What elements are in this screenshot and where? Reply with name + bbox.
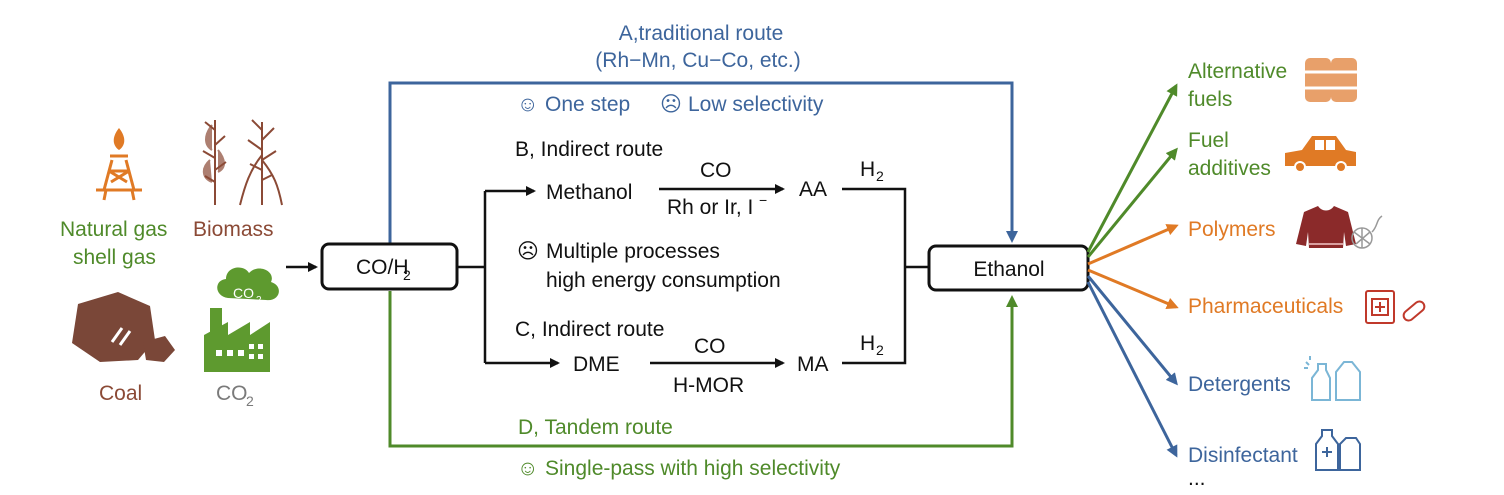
ma-node: MA bbox=[797, 353, 829, 376]
route-c-reagent: CO bbox=[694, 335, 726, 358]
product-pharma: Pharmaceuticals bbox=[1188, 295, 1343, 318]
route-d-line bbox=[388, 291, 1018, 448]
medicine-box-icon bbox=[1365, 290, 1395, 324]
route-b-h2-sub: 2 bbox=[876, 168, 884, 184]
pill-icon bbox=[1402, 300, 1426, 322]
product-polymers: Polymers bbox=[1188, 218, 1276, 241]
natural-gas-label-2: shell gas bbox=[73, 246, 156, 269]
ethanol-label: Ethanol bbox=[973, 258, 1044, 281]
aa-node: AA bbox=[799, 178, 827, 201]
sweater-icon bbox=[1296, 206, 1356, 248]
route-c-title: C, Indirect route bbox=[515, 318, 664, 341]
product-more: ... bbox=[1188, 467, 1206, 490]
product-arrows bbox=[1086, 83, 1179, 458]
product-disinfectant: Disinfectant bbox=[1188, 444, 1298, 467]
co2-label: CO bbox=[216, 382, 248, 405]
smile-icon: ☺ bbox=[517, 93, 538, 116]
natural-gas-label-1: Natural gas bbox=[60, 218, 167, 241]
gas-well-icon bbox=[96, 128, 142, 201]
route-c-h2-sub: 2 bbox=[876, 342, 884, 358]
indirect-note-2: high energy consumption bbox=[546, 269, 781, 292]
car-icon bbox=[1285, 136, 1356, 173]
route-b-reagent: CO bbox=[700, 159, 732, 182]
route-b-catalyst: Rh or Ir, I bbox=[667, 196, 753, 219]
smile-icon-d: ☺ bbox=[517, 457, 538, 480]
methanol-node: Methanol bbox=[546, 181, 632, 204]
oil-barrels-icon bbox=[1305, 58, 1357, 102]
route-a-title: A,traditional route bbox=[619, 22, 784, 45]
product-alt-fuels-2: fuels bbox=[1188, 88, 1232, 111]
route-c-catalyst: H-MOR bbox=[673, 374, 744, 397]
biomass-plant-icon bbox=[202, 119, 283, 206]
syngas-sub: 2 bbox=[403, 267, 411, 283]
route-a-pro: One step bbox=[545, 93, 630, 116]
route-a-catalysts: (Rh−Mn, Cu−Co, etc.) bbox=[595, 49, 800, 72]
product-fuel-add-2: additives bbox=[1188, 157, 1271, 180]
route-b-h2: H bbox=[860, 158, 875, 181]
route-a-line bbox=[388, 81, 1018, 244]
detergent-bottles-icon bbox=[1304, 356, 1361, 401]
product-alt-fuels-1: Alternative bbox=[1188, 60, 1287, 83]
indirect-routes-lines bbox=[457, 184, 929, 368]
route-c-h2: H bbox=[860, 332, 875, 355]
sad-icon: ☹ bbox=[517, 240, 539, 263]
dme-node: DME bbox=[573, 353, 620, 376]
route-d-pro: Single-pass with high selectivity bbox=[545, 457, 841, 480]
route-b-catalyst-sup: − bbox=[759, 192, 767, 208]
cloud-co2-sub: 2 bbox=[256, 295, 262, 306]
indirect-note-1: Multiple processes bbox=[546, 240, 720, 263]
syngas-label: CO/H bbox=[356, 256, 409, 279]
disinfectant-bottles-icon bbox=[1315, 429, 1361, 471]
product-fuel-add-1: Fuel bbox=[1188, 129, 1229, 152]
cloud-co2-label: CO bbox=[233, 285, 254, 301]
biomass-label: Biomass bbox=[193, 218, 274, 241]
coal-label: Coal bbox=[99, 382, 142, 405]
route-a-con: Low selectivity bbox=[688, 93, 824, 116]
co2-sub: 2 bbox=[246, 393, 254, 409]
coal-icon bbox=[72, 292, 175, 362]
route-b-title: B, Indirect route bbox=[515, 138, 663, 161]
yarn-icon bbox=[1351, 215, 1383, 249]
frown-icon: ☹ bbox=[660, 93, 682, 116]
route-d-title: D, Tandem route bbox=[518, 416, 673, 439]
product-detergents: Detergents bbox=[1188, 373, 1291, 396]
factory-co2-icon: CO 2 bbox=[204, 267, 279, 372]
